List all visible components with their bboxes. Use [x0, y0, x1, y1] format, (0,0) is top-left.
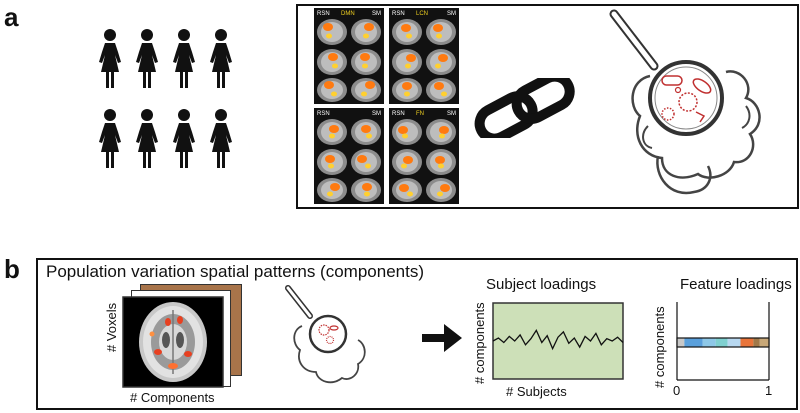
subject-loadings-plot: [492, 302, 624, 380]
activation-blob: [403, 156, 413, 164]
feature-segment: [677, 338, 685, 347]
subject-loadings-xlabel: # Subjects: [506, 384, 567, 399]
woman-silhouette-icon: [136, 29, 158, 88]
activation-blob: [357, 155, 367, 163]
voxels-axis-label: # Voxels: [104, 302, 119, 352]
feature-loadings-plot: [676, 302, 770, 381]
chain-link-icon: [474, 78, 575, 138]
feature-segment: [702, 338, 716, 347]
mri-label-mid: DMN: [341, 11, 355, 17]
activation-blob: [362, 183, 372, 191]
activation-blob: [328, 53, 338, 61]
mri-label-right: SM: [447, 111, 456, 117]
activation-blob: [434, 82, 444, 90]
feature-segment: [727, 338, 741, 347]
right-arrow-icon: [422, 324, 462, 352]
woman-silhouette-icon: [136, 109, 158, 168]
mri-label-left: RSN: [392, 111, 405, 117]
woman-silhouette-icon: [210, 29, 232, 88]
mri-label-left: RSN: [392, 11, 405, 17]
activation-blob: [398, 126, 408, 134]
activation-blob: [330, 183, 340, 191]
subject-loadings-area: [492, 302, 624, 380]
woman-silhouette-icon: [99, 109, 121, 168]
mri-label-right: SM: [372, 111, 381, 117]
components-axis-label: # Components: [130, 390, 215, 405]
mri-label-left: RSN: [317, 11, 330, 17]
feature-segment: [740, 338, 754, 347]
woman-silhouette-icon: [173, 29, 195, 88]
activation-blob: [361, 125, 371, 133]
mri-label-right: SM: [447, 11, 456, 17]
feature-segment: [759, 338, 769, 347]
activation-blob: [440, 184, 450, 192]
panel-b-title: Population variation spatial patterns (c…: [46, 262, 424, 281]
woman-silhouette-icon: [99, 29, 121, 88]
feature-tick-max: 1: [765, 383, 773, 398]
feature-segment: [753, 338, 760, 347]
intestine-magnifier-icon: [609, 9, 761, 195]
panel-a-frame: [296, 4, 799, 209]
activation-blob: [438, 54, 448, 62]
activation-blob: [401, 24, 411, 32]
feature-tick-min: 0: [673, 383, 681, 398]
subject-loadings-line: [492, 329, 624, 351]
woman-silhouette-icon: [173, 109, 195, 168]
activation-blob: [360, 53, 370, 61]
mri-label-right: SM: [372, 11, 381, 17]
subject-loadings-title: Subject loadings: [486, 276, 597, 293]
activation-blob: [325, 155, 335, 163]
mri-panel: RSN FN SM: [389, 108, 459, 204]
panel-b-frame: [36, 258, 798, 410]
intestine-magnifier-small-icon: [285, 285, 366, 384]
activation-blob: [435, 156, 445, 164]
activation-blob: [323, 23, 333, 31]
mri-label-mid: FN: [416, 111, 424, 117]
feature-segment: [684, 338, 703, 347]
feature-segment: [715, 338, 728, 347]
activation-blob: [329, 125, 339, 133]
activation-blob: [402, 82, 412, 90]
feature-loadings-title: Feature loadings: [680, 276, 792, 293]
panel-letter-b: b: [4, 254, 20, 284]
activation-blob: [399, 184, 409, 192]
activation-blob: [439, 126, 449, 134]
population-grid: [99, 29, 232, 168]
mri-component-grid: RSN DMN SM RSN LCN SM RSN SM RSN FN SM: [314, 8, 459, 204]
feature-bar-outline: [676, 337, 770, 348]
mri-label-mid: LCN: [416, 11, 428, 17]
brain-slice-image: [122, 296, 224, 388]
mri-panel: RSN LCN SM: [389, 8, 459, 104]
feature-loadings-ylabel: # components: [652, 306, 667, 388]
mri-panel: RSN DMN SM: [314, 8, 384, 104]
activation-blob: [324, 81, 334, 89]
subject-loadings-ylabel: # components: [472, 302, 487, 384]
mri-label-left: RSN: [317, 111, 330, 117]
panel-letter-a: a: [4, 2, 19, 32]
activation-blob: [365, 81, 375, 89]
woman-silhouette-icon: [210, 109, 232, 168]
activation-blob: [364, 23, 374, 31]
activation-blob: [433, 24, 443, 32]
activation-blob: [406, 54, 416, 62]
mri-panel: RSN SM: [314, 108, 384, 204]
